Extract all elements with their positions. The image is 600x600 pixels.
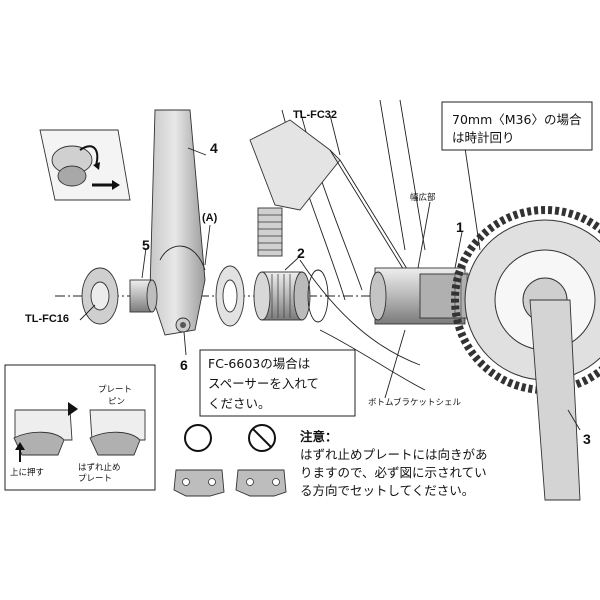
spacer-outline	[307, 269, 329, 323]
part-6-label: 6	[180, 357, 188, 373]
arrow-up-icon	[15, 442, 25, 450]
washer-a	[215, 265, 245, 327]
plate-inset	[13, 402, 146, 462]
wide-part-label: 幅広部	[410, 192, 436, 203]
part-4-label: 4	[210, 140, 218, 156]
tl-fc16-label: TL-FC16	[25, 313, 69, 325]
tl-fc32-jaw	[257, 207, 283, 257]
spacer-note-line2: スペーサーを入れて	[208, 376, 319, 391]
part-3-chainring	[451, 206, 600, 501]
bb-shell-label: ボトムブラケットシェル	[368, 397, 461, 408]
tl-fc32-tool	[249, 119, 421, 291]
caution-title: 注意：	[300, 429, 338, 444]
part-2-label: 2	[297, 245, 305, 261]
ok-symbol	[184, 424, 212, 452]
tl-fc32-label: TL-FC32	[293, 109, 337, 121]
caution-line3: る方向でセットしてください。	[300, 483, 474, 498]
inset-stop-plate-line2: プレート	[78, 474, 112, 484]
part-1-label: 1	[456, 219, 464, 235]
inset-push-up-label: 上に押す	[10, 467, 44, 478]
leader-lines	[79, 114, 581, 431]
spacer-note-line3: ください。	[208, 396, 271, 411]
part-4-crank-arm	[149, 109, 206, 336]
inset-stop-plate-line1: はずれ止め	[78, 462, 121, 473]
part-5-cap	[129, 279, 158, 313]
plate-correct	[173, 469, 225, 497]
circle-prohibited-icon	[248, 424, 276, 452]
part-3-label: 3	[583, 431, 591, 447]
rotate-arrow-icon	[79, 145, 99, 166]
part-2-cup	[253, 271, 311, 321]
circle-ok-icon	[184, 424, 212, 452]
caution-line1: はずれ止めプレートには向きがあ	[300, 447, 488, 462]
thread-note-line2: は時計回り	[452, 130, 515, 145]
washer-a-label: (A)	[202, 212, 218, 224]
spacer-note-line1: FC-6603の場合は	[208, 356, 310, 371]
tl-fc16-tool	[81, 267, 119, 325]
inset-pin-label: ピン	[108, 397, 125, 407]
caution-line2: りますので、必ず図に示されてい	[300, 465, 487, 480]
plate-wrong	[235, 469, 287, 497]
part-5-label: 5	[142, 237, 150, 253]
inset-plate-label: プレート	[98, 385, 132, 395]
thread-note-box	[441, 101, 593, 151]
spacer-note-box	[199, 349, 356, 417]
tool-usage-inset	[39, 129, 131, 201]
arrow-right-icon	[68, 402, 78, 416]
thread-note-line1: 70mm〈M36〉の場合	[452, 112, 582, 127]
ng-symbol	[248, 424, 276, 452]
